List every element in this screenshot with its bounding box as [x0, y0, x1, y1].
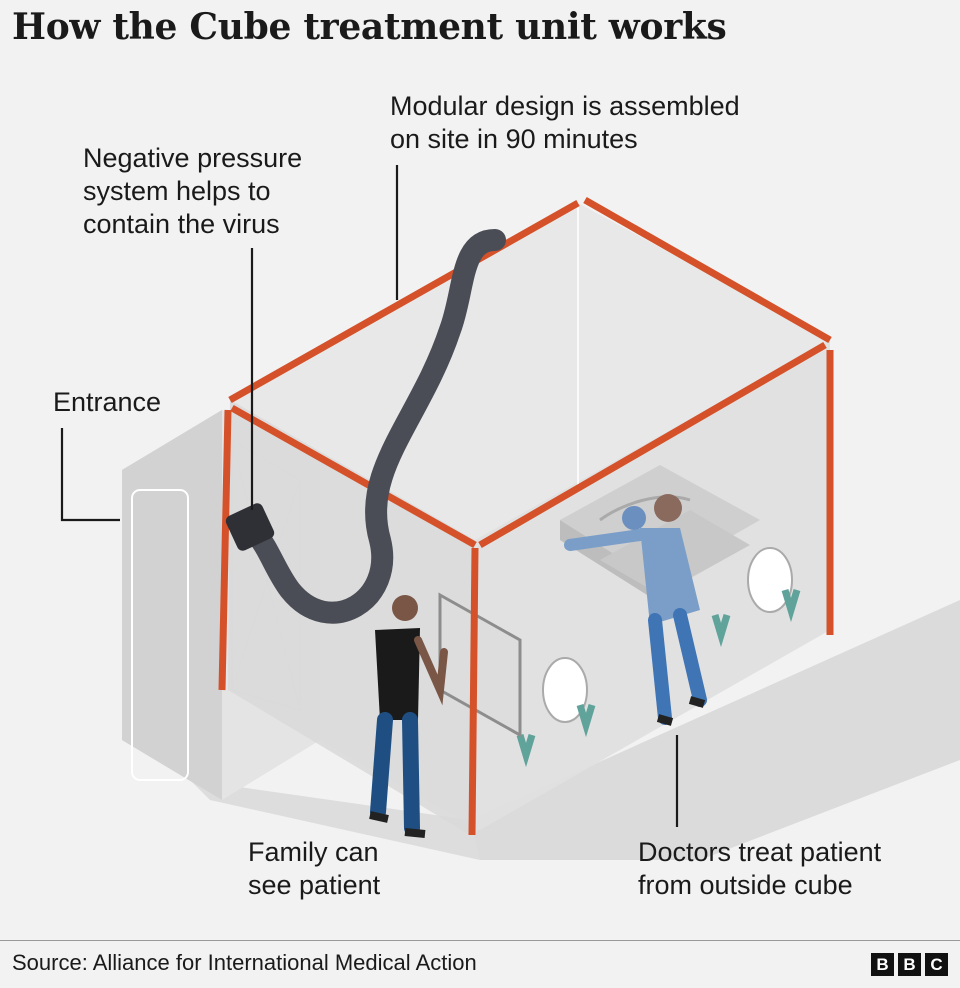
pressure-hose [225, 229, 506, 624]
page-title: How the Cube treatment unit works [12, 6, 727, 48]
label-line: Entrance [53, 387, 162, 417]
label-family: Family can see patient [248, 836, 380, 902]
doctor-figure [564, 494, 707, 726]
bbc-logo-letter: B [898, 953, 921, 976]
entrance-shadow [190, 780, 480, 860]
glove-port-right [711, 547, 801, 648]
label-negative-pressure: Negative pressure system helps to contai… [83, 142, 302, 241]
bbc-logo-letter: C [925, 953, 948, 976]
orange-frame [218, 196, 834, 836]
label-line: system helps to [83, 176, 271, 206]
label-line: see patient [248, 870, 381, 900]
family-figure [369, 595, 448, 838]
bbc-logo-letter: B [871, 953, 894, 976]
label-line: from outside cube [638, 870, 853, 900]
label-line: Doctors treat patient [638, 837, 882, 867]
label-doctors: Doctors treat patient from outside cube [638, 836, 881, 902]
label-modular-design: Modular design is assembled on site in 9… [390, 90, 740, 156]
leader-lines [60, 165, 679, 827]
label-line: Modular design is assembled [390, 91, 740, 121]
glove-port-left [516, 657, 596, 768]
floor-shadow [470, 600, 960, 860]
label-line: Negative pressure [83, 143, 303, 173]
label-line: contain the virus [83, 209, 280, 239]
source-credit: Source: Alliance for International Medic… [12, 950, 477, 975]
label-line: Family can [248, 837, 379, 867]
bbc-logo: B B C [871, 953, 948, 976]
label-line: on site in 90 minutes [390, 124, 638, 154]
footer-divider [0, 940, 960, 941]
label-entrance: Entrance [53, 386, 161, 419]
